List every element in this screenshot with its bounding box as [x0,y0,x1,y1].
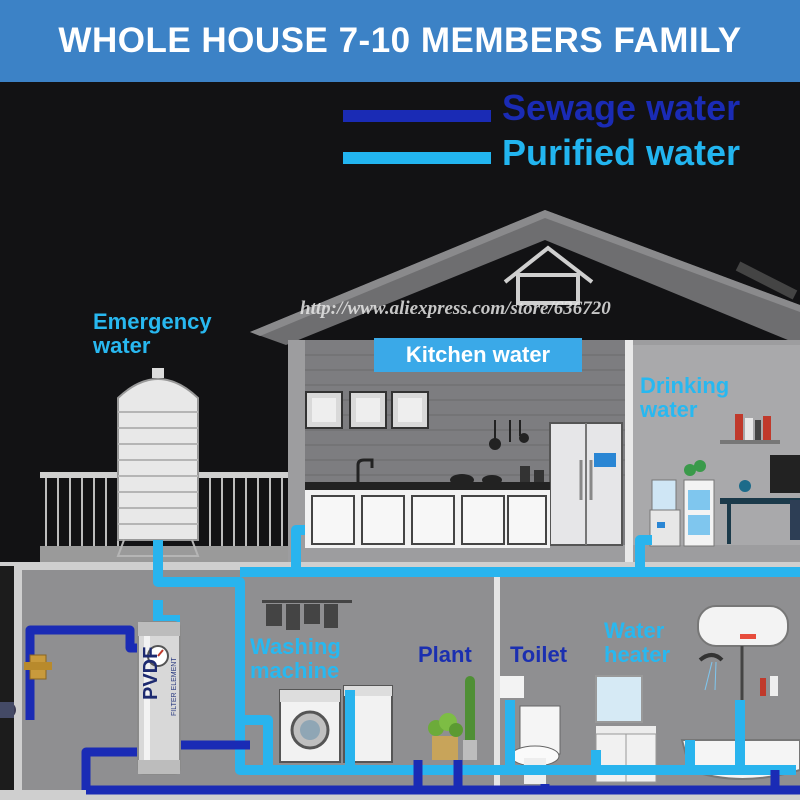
toilet-label: Toilet [510,642,568,667]
hanging-utensils-icon [489,420,529,450]
title-banner: WHOLE HOUSE 7-10 MEMBERS FAMILY [0,0,800,82]
sewage-water-pipes [25,625,800,795]
bookshelf [720,414,780,444]
purified-legend-label: Purified water [502,132,741,173]
purified-legend-line [343,152,491,164]
kitchen-water-label-box: Kitchen water [374,338,582,372]
sewage-legend-line [343,110,491,122]
inlet-valve-icon [0,654,52,718]
plant-icon [428,676,477,760]
sewage-legend-label: Sewage water [502,87,741,128]
water-heater-icon [697,605,789,700]
emergency-water-label: Emergency water [93,309,212,359]
refrigerator-icon [549,422,623,546]
washing-machine-icon [279,685,393,763]
kitchen-counter [305,458,550,548]
roof [250,210,800,345]
drinking-water-label: Drinking water [640,373,730,423]
page-title: WHOLE HOUSE 7-10 MEMBERS FAMILY [58,21,742,60]
filter-housing-icon [137,621,181,775]
shower-icon [698,653,724,691]
filter-brand-label: PVDF [140,646,162,700]
water-tank-icon [116,368,200,557]
kitchen-water-label: Kitchen water [405,342,551,367]
washing-machine-label: Washing machine [250,634,341,684]
plant-label: Plant [418,642,472,667]
laundry-icon [262,600,352,630]
attic-vent-icon [503,245,594,305]
water-dispenser-icon [649,460,715,547]
pressure-gauge-icon [147,645,169,667]
desk-lamp-icon [720,455,800,544]
purified-water-pipes [153,525,800,775]
filter-sub-label: FILTER ELEMENT [171,657,178,716]
kitchen-wall-cabinets [305,391,429,429]
watermark-url: http://www.aliexpress.com/store/636720 [300,298,611,319]
water-heater-label: Water heater [604,618,671,668]
